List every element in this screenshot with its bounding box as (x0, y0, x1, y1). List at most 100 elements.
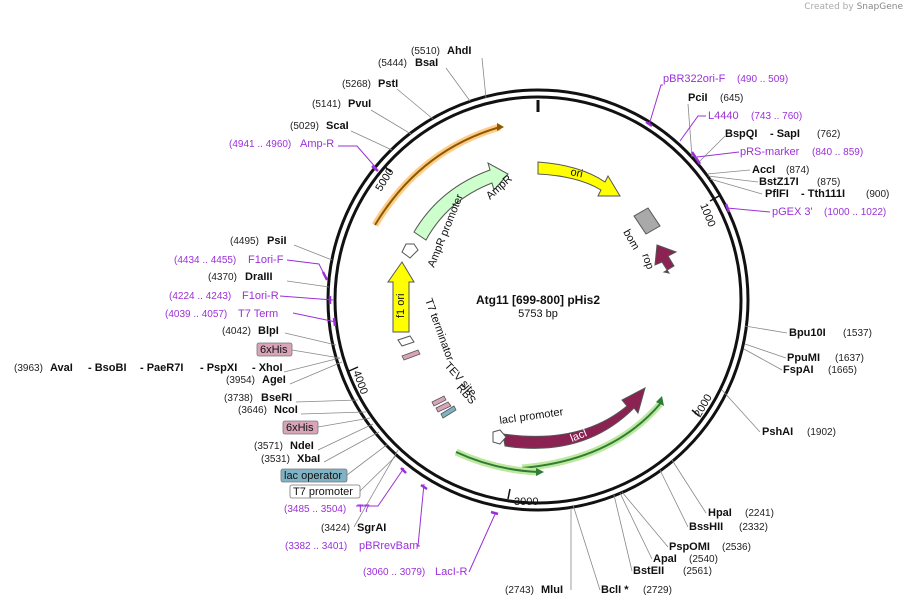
site-label-bsshii[interactable]: BssHII(2332) (689, 521, 768, 533)
site-label-bstz17i[interactable]: BstZ17I(875) (759, 176, 840, 188)
svg-text:(5510): (5510) (411, 46, 440, 57)
svg-text:(4039 .. 4057): (4039 .. 4057) (165, 309, 227, 320)
site-label-pvui[interactable]: (5141)PvuI (312, 98, 371, 110)
site-label-avai-cluster[interactable]: (3963) AvaI - BsoBI - PaeR7I - PspXI - X… (14, 362, 283, 374)
orf-arc-laci-right (521, 396, 664, 472)
primer-label-t7-term[interactable]: (4039 .. 4057)T7 Term (165, 308, 278, 320)
primer-label-laci-r[interactable]: (3060 .. 3079)LacI-R (363, 566, 467, 578)
feature-ampr-promoter[interactable]: AmpR promoter (401, 192, 466, 269)
svg-text:(2241): (2241) (745, 508, 774, 519)
svg-text:(3485 .. 3504): (3485 .. 3504) (284, 504, 346, 515)
svg-text:L4440: L4440 (708, 110, 739, 122)
site-leaders-right (572, 103, 788, 591)
svg-text:(874): (874) (786, 165, 809, 176)
svg-text:(3060 .. 3079): (3060 .. 3079) (363, 567, 425, 578)
site-label-pspomi[interactable]: PspOMI(2536) (669, 541, 751, 553)
site-label-pflfi[interactable]: PflFI- Tth111I(900) (765, 188, 889, 200)
svg-text:(1902): (1902) (807, 427, 836, 438)
svg-text:pBRrevBam: pBRrevBam (359, 540, 418, 552)
svg-text:T7 promoter: T7 promoter (293, 486, 353, 498)
site-label-acci[interactable]: AccI (874) (752, 164, 809, 176)
svg-text:AccI: AccI (752, 164, 775, 176)
site-label-ahdi[interactable]: (5510)AhdI (411, 45, 471, 57)
primer-label-pbr322ori-f[interactable]: pBR322ori-F(490 .. 509) (663, 73, 788, 85)
orf-arc-laci-bottom (454, 448, 544, 476)
svg-text:(762): (762) (817, 129, 840, 140)
site-label-fspai[interactable]: FspAI(1665) (783, 364, 857, 376)
backbone-inner (333, 95, 743, 505)
site-label-sgrai[interactable]: (3424)SgrAI (321, 522, 386, 534)
site-label-pshai[interactable]: PshAI (1902) (762, 426, 836, 438)
svg-text:AvaI: AvaI (50, 362, 73, 374)
primer-label-l4440[interactable]: L4440 (743 .. 760) (708, 110, 802, 122)
feature-bom[interactable]: bom (620, 207, 661, 252)
tick-3000 (507, 488, 511, 500)
primer-label-pbrrevbam[interactable]: (3382 .. 3401)pBRrevBam (285, 540, 418, 552)
svg-text:BstZ17I: BstZ17I (759, 176, 799, 188)
svg-text:FspAI: FspAI (783, 364, 814, 376)
svg-text:HpaI: HpaI (708, 507, 732, 519)
svg-text:(743 .. 760): (743 .. 760) (751, 111, 802, 122)
svg-text:BclI *: BclI * (601, 584, 629, 596)
plasmid-length: 5753 bp (518, 308, 558, 320)
site-label-psti[interactable]: (5268)PstI (342, 78, 398, 90)
tag-t7-promoter[interactable]: T7 promoter (289, 455, 397, 499)
site-label-scai[interactable]: (5029)ScaI (290, 120, 349, 132)
primer-label-f1ori-r[interactable]: (4224 .. 4243) F1ori-R (169, 290, 279, 302)
svg-text:PshAI: PshAI (762, 426, 793, 438)
primer-label-amp-r[interactable]: (4941 .. 4960)Amp-R (229, 138, 334, 150)
primer-label-pgex3[interactable]: pGEX 3'(1000 .. 1022) (772, 206, 886, 218)
svg-text:(840 .. 859): (840 .. 859) (812, 147, 863, 158)
tag-his-lower[interactable]: 6xHis (282, 417, 371, 435)
svg-text:BssHII: BssHII (689, 521, 723, 533)
primer-binding-marks (321, 120, 731, 516)
site-label-mlui[interactable]: (2743)MluI (505, 584, 563, 596)
site-label-ncoi[interactable]: (3646)NcoI (238, 404, 298, 416)
svg-text:PsiI: PsiI (267, 235, 287, 247)
svg-text:BspQI: BspQI (725, 128, 757, 140)
svg-text:Amp-R: Amp-R (300, 138, 334, 150)
feature-ampr[interactable]: AmpR (413, 161, 515, 241)
svg-text:F1ori-F: F1ori-F (248, 254, 284, 266)
feature-rop[interactable]: rop (639, 244, 678, 274)
primer-label-t7[interactable]: (3485 .. 3504)T7 (284, 503, 370, 515)
site-label-apai[interactable]: ApaI(2540) (653, 553, 718, 565)
svg-text:XbaI: XbaI (297, 453, 320, 465)
site-label-psii[interactable]: (4495)PsiI (230, 235, 287, 247)
site-label-pcii[interactable]: PciI(645) (688, 92, 743, 104)
site-label-bcli[interactable]: BclI *(2729) (601, 584, 672, 596)
tag-lac-operator[interactable]: lac operator (280, 443, 389, 483)
feature-his-marker-upper[interactable] (401, 349, 421, 361)
svg-text:6xHis: 6xHis (286, 422, 314, 434)
tick-1000 (709, 195, 720, 202)
svg-text:(1000 .. 1022): (1000 .. 1022) (824, 207, 886, 218)
primer-label-prs-marker[interactable]: pRS-marker (840 .. 859) (740, 146, 863, 158)
site-label-bpu10i[interactable]: Bpu10I(1537) (789, 327, 872, 339)
site-label-draiii[interactable]: (4370)DraIII (208, 271, 273, 283)
tick-4000 (348, 366, 359, 372)
site-label-xbai[interactable]: (3531)XbaI (261, 453, 320, 465)
tag-his-upper[interactable]: 6xHis (256, 342, 341, 359)
svg-text:(4224 .. 4243): (4224 .. 4243) (169, 291, 231, 302)
feature-laci[interactable]: lacI (502, 387, 646, 449)
site-label-bseri[interactable]: (3738)BseRI (224, 392, 292, 404)
site-label-bsteii[interactable]: BstEII(2561) (633, 565, 712, 577)
svg-text:pRS-marker: pRS-marker (740, 146, 800, 158)
site-label-ndei[interactable]: (3571)NdeI (254, 440, 314, 452)
svg-text:(4042): (4042) (222, 326, 251, 337)
feature-label-laci: lacI (569, 427, 589, 445)
primer-label-f1ori-f[interactable]: (4434 .. 4455)F1ori-F (174, 254, 284, 266)
feature-lac-operator-mark[interactable] (440, 405, 457, 419)
site-label-blpi[interactable]: (4042)BlpI (222, 325, 279, 337)
site-label-agei[interactable]: (3954)AgeI (226, 374, 286, 386)
feature-label-f1-ori: f1 ori (395, 294, 407, 318)
site-label-bspqi[interactable]: BspQI- SapI(762) (725, 128, 840, 140)
site-label-hpai[interactable]: HpaI (2241) (708, 507, 774, 519)
feature-f1-ori[interactable]: f1 ori (387, 261, 415, 333)
svg-text:ScaI: ScaI (326, 120, 349, 132)
svg-text:F1ori-R: F1ori-R (242, 290, 279, 302)
svg-text:(645): (645) (720, 93, 743, 104)
site-label-ppumi[interactable]: PpuMI(1637) (787, 352, 864, 364)
site-label-bsai[interactable]: (5444)BsaI (378, 57, 438, 69)
feature-ori[interactable]: ori (537, 161, 621, 197)
